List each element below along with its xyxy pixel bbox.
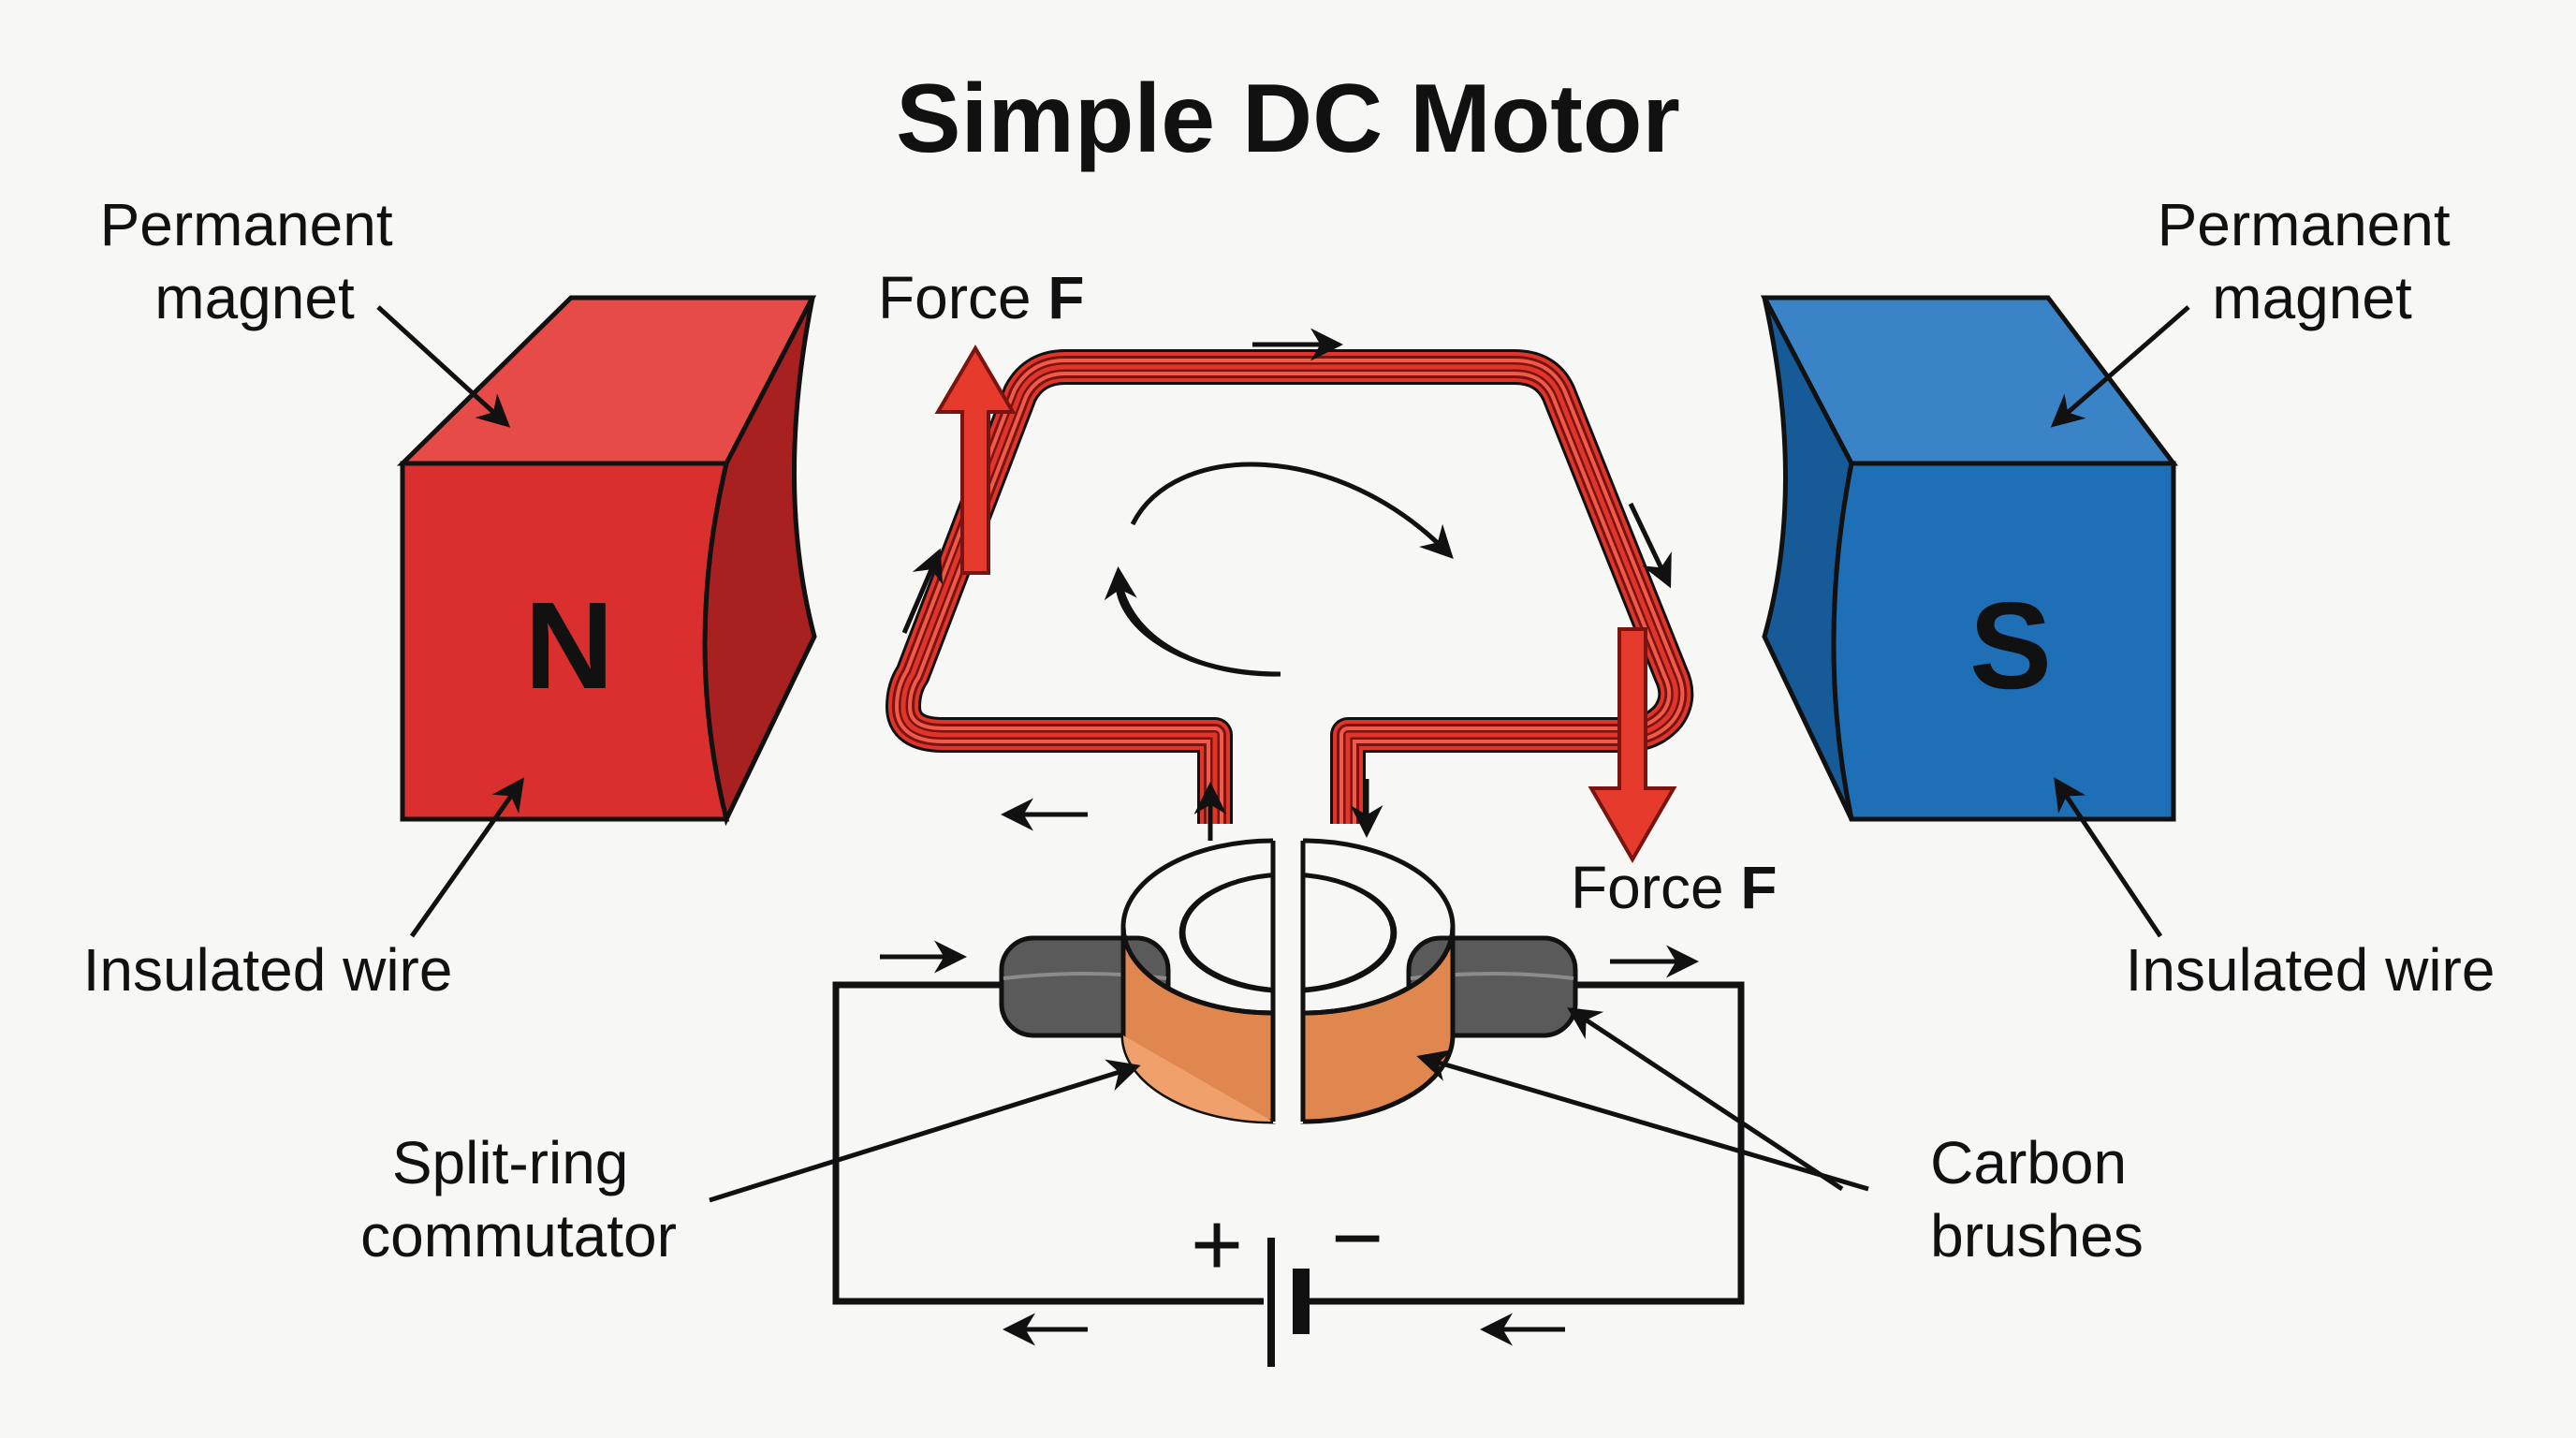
north-magnet: N bbox=[396, 295, 817, 827]
battery-negative-sign: − bbox=[1331, 1188, 1383, 1288]
south-pole-label: S bbox=[1969, 577, 2052, 714]
force-arrow-up bbox=[934, 345, 1017, 575]
battery-positive-sign: + bbox=[1191, 1195, 1243, 1295]
battery: + − bbox=[1191, 1188, 1383, 1367]
left-wire-label: Insulated wire bbox=[83, 936, 453, 1004]
current-arrows bbox=[880, 328, 1699, 1346]
force-arrow-down bbox=[1588, 627, 1677, 863]
label-pointers bbox=[376, 305, 2190, 1203]
split-ring-commutator bbox=[1120, 838, 1456, 1124]
south-magnet: S bbox=[1760, 295, 2179, 822]
force-label-bottom: Force F bbox=[1571, 854, 1777, 921]
north-pole-label: N bbox=[524, 577, 613, 714]
commutator-label: Split-ring commutator bbox=[360, 1129, 677, 1269]
rotation-arrow-lower bbox=[1104, 566, 1281, 677]
right-wire-label: Insulated wire bbox=[2126, 936, 2496, 1004]
circuit-wire bbox=[832, 981, 1745, 1305]
diagram-title: Simple DC Motor bbox=[896, 65, 1680, 173]
right-magnet-label: Permanent magnet bbox=[2158, 191, 2467, 331]
rotation-arrow bbox=[1115, 462, 1449, 677]
left-magnet-label: Permanent magnet bbox=[100, 191, 410, 331]
force-label-top: Force F bbox=[878, 264, 1084, 331]
brushes-label: Carbon brushes bbox=[1930, 1129, 2144, 1269]
armature-coil bbox=[886, 349, 1694, 824]
